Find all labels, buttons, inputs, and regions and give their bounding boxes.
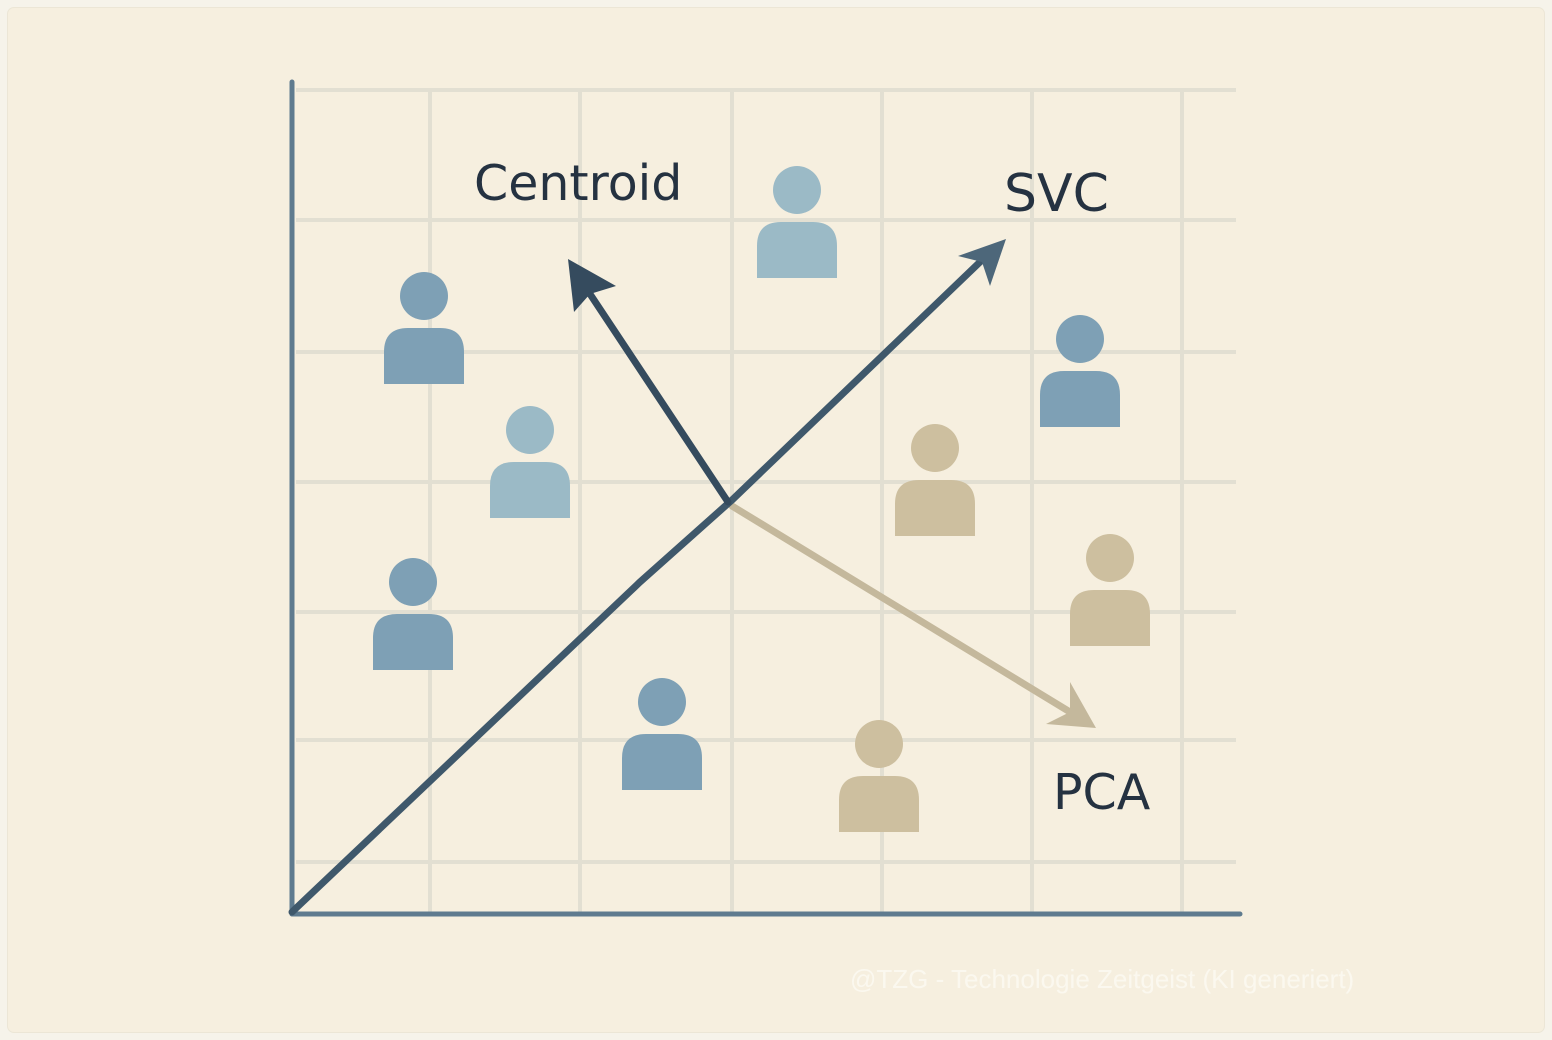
person-icon bbox=[384, 272, 464, 384]
pca-arrow bbox=[728, 502, 1096, 728]
person-icon bbox=[1040, 315, 1120, 427]
person-icon bbox=[839, 720, 919, 832]
person-icon bbox=[490, 406, 570, 518]
label-pca: PCA bbox=[1053, 764, 1151, 821]
person-icon bbox=[1070, 534, 1150, 646]
watermark: @TZG - Technologie Zeitgeist (KI generie… bbox=[850, 964, 1354, 994]
label-centroid: Centroid bbox=[474, 155, 682, 212]
label-svc: SVC bbox=[1004, 164, 1109, 224]
person-icon bbox=[622, 678, 702, 790]
svc-arrow bbox=[288, 239, 1006, 916]
axes bbox=[289, 79, 1243, 917]
centroid-arrow bbox=[568, 259, 732, 506]
